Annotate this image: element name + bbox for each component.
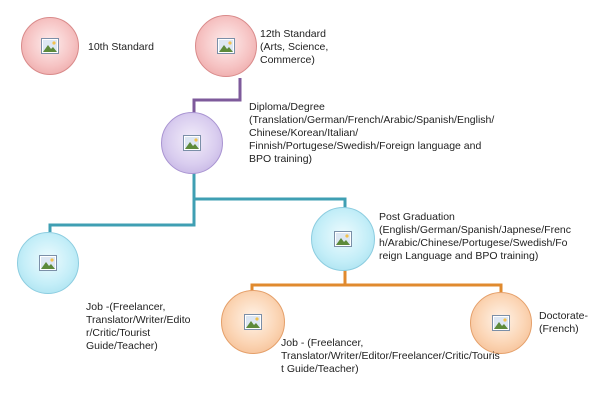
picture-placeholder-icon: [183, 135, 201, 151]
label-job-2: Job - (Freelancer, Translator/Writer/Edi…: [281, 337, 500, 375]
picture-placeholder-icon: [217, 38, 235, 54]
label-job-1: Job -(Freelancer, Translator/Writer/Edit…: [86, 301, 191, 352]
label-tenth-standard: 10th Standard: [88, 41, 154, 53]
node-diploma-degree: [161, 112, 223, 174]
node-job-1: [17, 232, 79, 294]
connector-orange-horizontal: [250, 283, 503, 292]
node-post-graduation: [311, 207, 375, 271]
picture-placeholder-icon: [39, 255, 57, 271]
label-twelfth-standard: 12th Standard (Arts, Science, Commerce): [260, 28, 329, 66]
label-diploma-degree: Diploma/Degree (Translation/German/Frenc…: [249, 101, 495, 165]
node-job-2: [221, 290, 285, 354]
connector-teal-horizontal: [48, 197, 347, 230]
node-doctorate: [470, 292, 532, 354]
connector-twelfth-diploma: [192, 78, 242, 113]
picture-placeholder-icon: [244, 314, 262, 330]
picture-placeholder-icon: [492, 315, 510, 331]
picture-placeholder-icon: [41, 38, 59, 54]
node-tenth-standard: [21, 17, 79, 75]
picture-placeholder-icon: [334, 231, 352, 247]
label-post-graduation: Post Graduation (English/German/Spanish/…: [379, 211, 572, 262]
label-doctorate: Doctorate- (French): [539, 310, 589, 335]
node-twelfth-standard: [195, 15, 257, 77]
